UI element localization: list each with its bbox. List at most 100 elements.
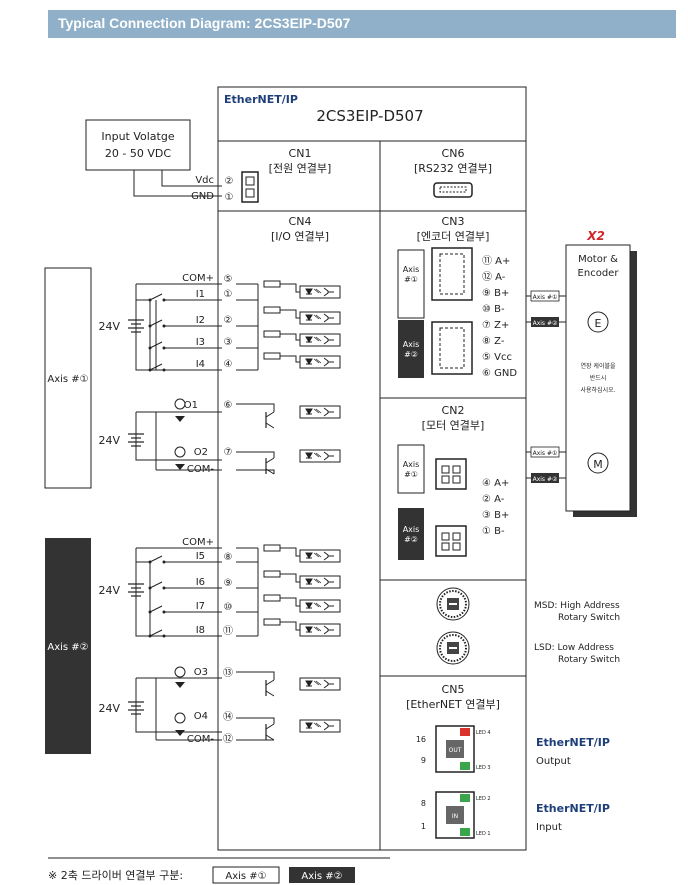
encoder-symbol-icon <box>587 311 609 333</box>
axis1-controller-box <box>44 267 92 489</box>
v24-label-4: 24V <box>98 702 120 715</box>
cn3-pin-3: ⑩ B- <box>482 304 505 315</box>
cn2-name: CN2 <box>442 404 465 417</box>
eth-out-brand: EtherNET/IP <box>536 736 610 749</box>
motor-symbol-icon <box>587 452 609 474</box>
cn3-axis2-tag-line2: #② <box>404 350 418 359</box>
g2-input-6-pin: ⑨ <box>224 578 233 589</box>
cn3-axis2-tag-line1: Axis <box>403 340 420 349</box>
g1-input-2-pin: ② <box>224 315 233 326</box>
cn5-desc: [EtherNET 연결부] <box>406 698 500 711</box>
eth-out-label: Output <box>536 756 571 767</box>
axis2-controller-box <box>45 538 91 754</box>
cn2-axis1-tag-line2: #① <box>404 470 418 479</box>
driver-model-label: 2CS3EIP-D507 <box>316 107 423 125</box>
cn3-name: CN3 <box>442 215 465 228</box>
eth-in-label: Input <box>536 822 562 833</box>
cn1-name: CN1 <box>289 147 312 160</box>
cn3-pin-0: ⑪ A+ <box>482 255 510 267</box>
io-group-2: 24V COM+ I5 ⑧ I6 ⑨ I7 ⑩ I8 ⑪ 24V O3 ⑬ <box>98 537 341 745</box>
motor-note-line2: 반드시 <box>590 374 607 382</box>
g1-input-4: I4 <box>196 359 205 370</box>
cn3-pin-5: ⑧ Z- <box>482 336 505 347</box>
g1-output-2: O2 <box>194 447 208 458</box>
g2-output-4-pin: ⑭ <box>223 711 233 723</box>
motor-title-line2: Encoder <box>578 268 620 279</box>
legend-axis2-label: Axis #② <box>301 871 342 882</box>
vdc-label: Vdc <box>195 175 214 186</box>
g1-com-pin: ⑤ <box>224 274 233 285</box>
g1-input-1: I1 <box>196 289 205 300</box>
cn2-axis2-connector <box>435 525 467 557</box>
g2-com-plus: COM+ <box>182 537 214 548</box>
cn2-desc: [모터 연결부] <box>422 419 485 432</box>
cn1-desc: [전원 연결부] <box>269 162 332 175</box>
cn3-desc: [엔코더 연결부] <box>417 230 490 243</box>
lsd-line2: Rotary Switch <box>558 655 620 665</box>
g1-input-3: I3 <box>196 337 205 348</box>
gnd-label: GND <box>191 191 214 202</box>
led2-indicator <box>460 794 470 802</box>
g1-input-4-pin: ④ <box>224 359 233 370</box>
v24-label-3: 24V <box>98 584 120 597</box>
v24-label-2: 24V <box>98 434 120 447</box>
g2-input-7-pin: ⑩ <box>224 602 233 613</box>
g2-input-7: I7 <box>196 601 205 612</box>
g1-com-plus: COM+ <box>182 273 214 284</box>
g1-com-minus: COM- <box>187 464 214 475</box>
motor-note-line3: 사용하십시오. <box>580 386 615 394</box>
g2-com-minus-pin: ⑫ <box>223 733 233 745</box>
cn4-name: CN4 <box>289 215 312 228</box>
cn3-pin-6: ⑤ Vcc <box>482 352 512 363</box>
g1-input-2: I2 <box>196 315 205 326</box>
port-in-label: IN <box>452 813 458 820</box>
cn2-axis1-tag-line1: Axis <box>403 460 420 469</box>
axis2-controller-label: Axis #② <box>47 642 88 653</box>
legend-axis1-swatch <box>212 866 280 884</box>
out-pin-top: 16 <box>416 735 426 744</box>
cn2-axis2-tag-line1: Axis <box>403 525 420 534</box>
cn6-name: CN6 <box>442 147 465 160</box>
in-pin-bottom: 1 <box>421 822 426 831</box>
cn2-axis2-tag <box>398 508 424 560</box>
cn4-desc: [I/O 연결부] <box>271 230 329 243</box>
cn3-pin-4: ⑦ Z+ <box>482 320 509 331</box>
mot-cable-axis2-tag <box>531 473 559 483</box>
cn3-pin-7: ⑥ GND <box>482 368 517 379</box>
g2-output-4: O4 <box>194 711 208 722</box>
legend-axis1-label: Axis #① <box>225 871 266 882</box>
mot-cable-axis1-text: Axis #① <box>533 450 558 457</box>
g2-input-5: I5 <box>196 551 205 562</box>
x2-label: X2 <box>586 229 605 243</box>
power-supply-line1: Input Volatge <box>101 130 174 143</box>
led3-indicator <box>460 762 470 770</box>
g2-input-5-pin: ⑧ <box>224 552 233 563</box>
power-supply-line2: 20 - 50 VDC <box>105 147 171 160</box>
g2-input-8-pin: ⑪ <box>223 625 233 637</box>
legend-text: ※ 2축 드라이버 연결부 구분: <box>48 869 183 882</box>
g2-input-8: I8 <box>196 625 205 636</box>
g1-output-1: O1 <box>184 400 198 411</box>
out-pin-bottom: 9 <box>421 756 426 765</box>
led4-indicator <box>460 728 470 736</box>
lsd-line1: LSD: Low Address <box>534 643 614 653</box>
led4-label: LED 4 <box>476 730 491 736</box>
g2-com-minus: COM- <box>187 734 214 745</box>
g1-output-2-pin: ⑦ <box>224 447 233 458</box>
gnd-pin: ① <box>225 192 234 203</box>
legend-axis2-swatch <box>289 867 355 883</box>
motor-symbol-label: M <box>593 458 603 471</box>
g1-input-1-pin: ① <box>224 289 233 300</box>
msd-line2: Rotary Switch <box>558 613 620 623</box>
enc-cable-axis1-text: Axis #① <box>533 294 558 301</box>
cn2-pin-3: ① B- <box>482 526 505 537</box>
cn6-desc: [RS232 연결부] <box>414 162 492 175</box>
led3-label: LED 3 <box>476 765 491 771</box>
cn2-axis2-tag-line2: #② <box>404 535 418 544</box>
enc-cable-axis2-tag <box>531 317 559 327</box>
v24-label-1: 24V <box>98 320 120 333</box>
cn2-axis1-connector <box>435 458 467 490</box>
cn2-pin-0: ④ A+ <box>482 478 509 489</box>
msd-line1: MSD: High Address <box>534 601 620 611</box>
